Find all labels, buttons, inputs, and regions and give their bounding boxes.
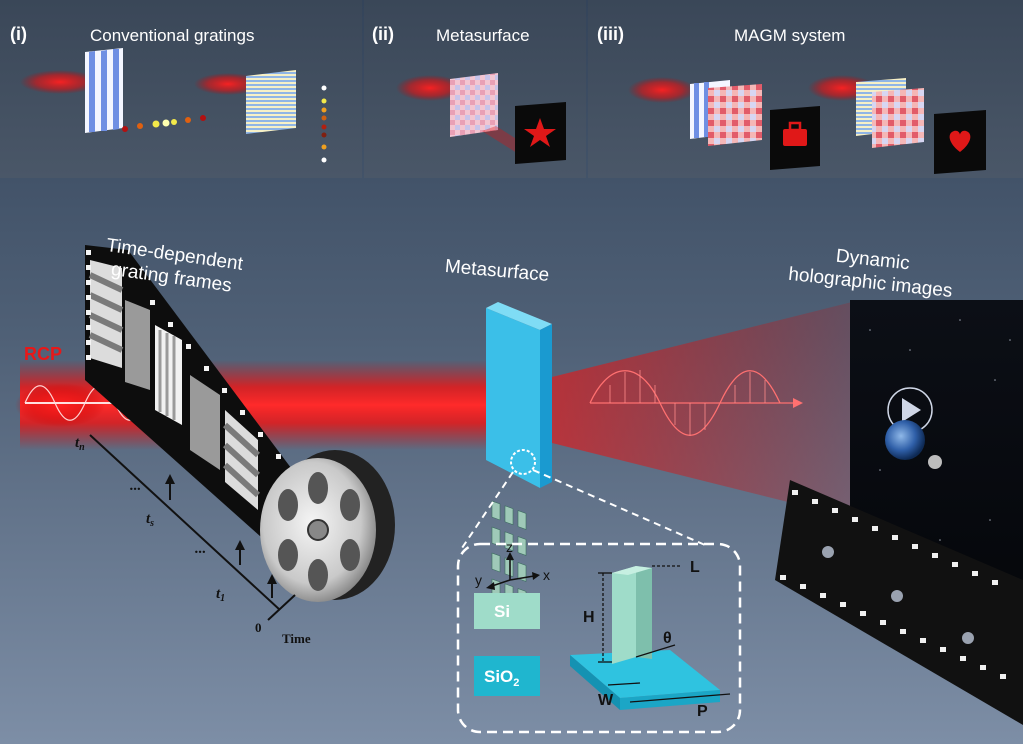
legend-si-label: Si [494, 602, 510, 621]
axis-z-label: z [506, 539, 513, 555]
earth-image [885, 420, 925, 460]
diffraction-dots-1 [122, 115, 206, 132]
grating-metasurface-stack-2 [856, 78, 924, 148]
moon-image [928, 455, 942, 469]
film-strip [85, 245, 300, 545]
star-icon [524, 118, 556, 147]
ellipsis-1: ... [130, 478, 141, 494]
label-t-s: ts [146, 511, 154, 529]
dimension-lines [598, 565, 731, 703]
time-axis-labels: tn ... ts ... t1 0 Time [75, 435, 311, 646]
dim-H-label: H [583, 609, 595, 626]
axis-x-label: x [543, 567, 550, 583]
heart-icon [949, 130, 971, 152]
laser-beam-2 [194, 73, 262, 95]
film-reel [260, 450, 395, 602]
dim-L-label: L [690, 559, 700, 576]
panel-i-title: Conventional gratings [90, 26, 255, 45]
ellipsis-2: ... [195, 541, 206, 557]
film-sprocket-holes [86, 250, 281, 459]
dim-P-label: P [697, 703, 708, 720]
diffraction-dots-2 [321, 85, 327, 163]
film-frame-5 [222, 410, 261, 510]
laser-beam-ii [396, 75, 464, 101]
film-frame-3 [155, 325, 182, 425]
axis-y-label: y [475, 572, 482, 588]
output-film-strip [775, 480, 1023, 725]
main-metasurface [486, 302, 552, 608]
dim-theta-label: θ [663, 630, 672, 647]
panel-iii-graphics [628, 75, 986, 174]
si-pillar [612, 566, 652, 664]
inset-connector [461, 469, 706, 549]
laser-beam-1 [20, 70, 100, 94]
unit-cell-inset [456, 542, 742, 734]
panel-ii-title: Metasurface [436, 26, 530, 45]
panel-i-graphics [20, 48, 327, 163]
film-frame-1 [88, 260, 124, 368]
legend-sio2-label: SiO2 [484, 667, 519, 689]
panel-ii-number: (ii) [372, 24, 394, 44]
dim-W-label: W [598, 692, 614, 709]
inset-labels: z y x Si SiO2 L H θ W P [475, 539, 708, 720]
label-t-1: t1 [216, 586, 225, 604]
panel-i-number: (i) [10, 24, 27, 44]
fine-grating [246, 70, 296, 134]
legend-si-swatch [474, 593, 540, 629]
panel-iii-number: (iii) [597, 24, 624, 44]
label-zero: 0 [255, 620, 262, 635]
film-frame-4 [190, 375, 220, 470]
legend-sio2-swatch [474, 656, 540, 696]
metasurface-tile [450, 73, 498, 137]
rcp-label: RCP [24, 344, 63, 364]
label-time: Time [282, 631, 311, 646]
grating-metasurface-stack-1 [690, 80, 762, 146]
panel-ii-graphics [396, 73, 566, 164]
panel-iii-title: MAGM system [734, 26, 846, 45]
coordinate-axes [486, 552, 540, 590]
stripe-grating-coarse [85, 48, 123, 133]
outgoing-wave [589, 370, 803, 436]
label-t-n: tn [75, 435, 85, 453]
laser-beam-iii-1 [628, 77, 696, 103]
time-axis [89, 434, 296, 621]
bag-icon [783, 121, 807, 146]
film-frame-2 [125, 300, 150, 390]
